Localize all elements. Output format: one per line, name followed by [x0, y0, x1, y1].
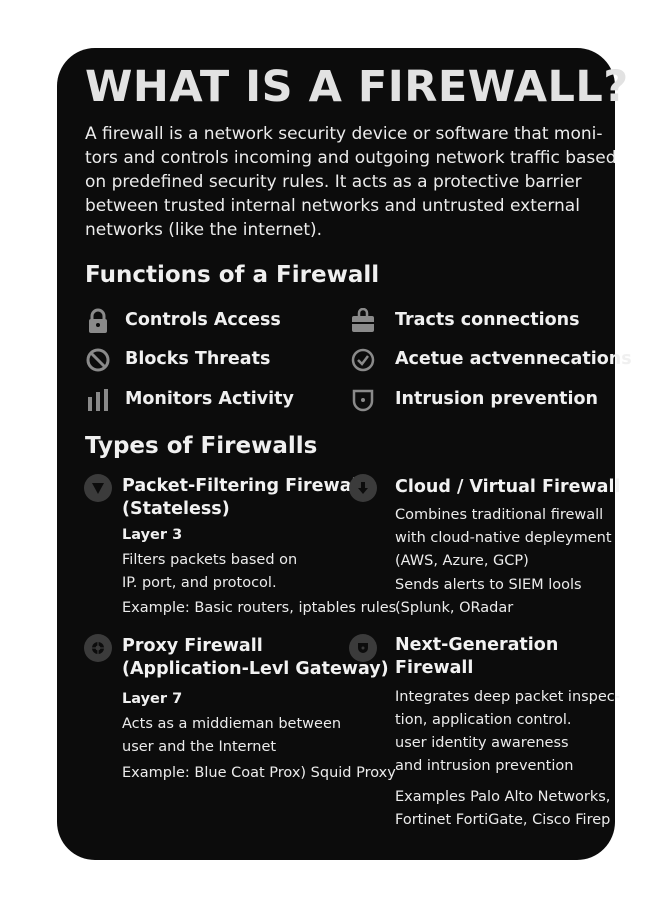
desc-line: user and the Internet — [122, 739, 277, 755]
desc-line: Acts as a middieman between — [122, 716, 342, 732]
desc-line: Integrates deep packet inspec- — [395, 689, 621, 705]
desc-line: IP. port, and protocol. — [122, 575, 277, 591]
lock-icon — [89, 308, 107, 333]
function-blocks-threats: Blocks Threats — [125, 349, 271, 369]
intro-line: tors and controls incoming and outgoing … — [85, 148, 617, 168]
download-icon — [358, 482, 368, 494]
ngfw-desc: Integrates deep packet inspec- tion, app… — [395, 686, 620, 778]
desc-line: and intrusion prevention — [395, 758, 574, 774]
desc-line: Fortinet FortiGate, Cisco Firep — [395, 812, 611, 828]
packet-filter-title: Packet-Filtering Firewall (Stateless) — [122, 475, 364, 521]
proxy-firewall-title: Proxy Firewall (Application-Levl Gateway… — [122, 635, 389, 681]
shield-icon — [352, 389, 374, 412]
shield-icon — [358, 643, 368, 653]
title-line: Proxy Firewall — [122, 636, 263, 656]
title-line: (Application-Levl Gateway) — [122, 659, 389, 679]
proxy-firewall-badge — [84, 634, 112, 662]
packet-filter-badge — [84, 474, 112, 502]
block-icon — [86, 348, 110, 372]
function-acetue: Acetue actvennecations — [395, 349, 632, 369]
proxy-firewall-desc: Acts as a middieman between user and the… — [122, 713, 341, 759]
ngfw-title: Next-Generation Firewall — [395, 634, 558, 680]
page-title: WHAT IS A FIREWALL? — [85, 62, 629, 112]
desc-line: (AWS, Azure, GCP) — [395, 553, 529, 569]
proxy-firewall-example: Example: Blue Coat Prox) Squid Proxy — [122, 765, 396, 781]
desc-line: Sends alerts to SIEM lools — [395, 577, 582, 593]
types-heading: Types of Firewalls — [85, 433, 318, 459]
gear-icon — [91, 641, 105, 655]
desc-line: tion, application control. — [395, 712, 572, 728]
intro-paragraph: A firewall is a network security device … — [85, 122, 617, 242]
functions-heading: Functions of a Firewall — [85, 262, 380, 288]
title-line: Firewall — [395, 658, 474, 678]
check-circle-icon — [351, 348, 375, 372]
desc-line: Combines traditional firewall — [395, 507, 604, 523]
packet-filter-desc: Filters packets based on IP. port, and p… — [122, 549, 297, 595]
title-line: Next-Generation — [395, 635, 559, 655]
cloud-firewall-desc: Combines traditional firewall with cloud… — [395, 504, 612, 573]
packet-filter-example: Example: Basic routers, iptables rules — [122, 600, 397, 616]
desc-line: Examples Palo Alto Networks, — [395, 789, 611, 805]
ngfw-badge — [349, 634, 377, 662]
intro-line: between trusted internal networks and un… — [85, 196, 580, 216]
cloud-firewall-title: Cloud / Virtual Firewall — [395, 477, 621, 497]
desc-line: with cloud-native depleyment — [395, 530, 612, 546]
function-monitors-activity: Monitors Activity — [125, 389, 294, 409]
firewall-info-card: WHAT IS A FIREWALL? A firewall is a netw… — [57, 48, 632, 860]
title-line: Packet-Filtering Firewall — [122, 476, 364, 496]
proxy-firewall-layer: Layer 7 — [122, 691, 183, 707]
function-intrusion-prevention: Intrusion prevention — [395, 389, 599, 409]
packet-filter-layer: Layer 3 — [122, 527, 183, 543]
shield-down-icon — [92, 483, 104, 494]
cloud-firewall-extra: Sends alerts to SIEM lools (Splunk, ORad… — [395, 574, 582, 620]
desc-line: Filters packets based on — [122, 552, 298, 568]
function-controls-access: Controls Access — [125, 310, 281, 330]
function-tracts-connections: Tracts connections — [395, 310, 580, 330]
bar-chart-icon — [88, 389, 108, 411]
desc-line: user identity awareness — [395, 735, 569, 751]
intro-line: networks (like the internet). — [85, 220, 323, 240]
ngfw-example: Examples Palo Alto Networks, Fortinet Fo… — [395, 786, 610, 832]
briefcase-lock-icon — [352, 308, 374, 332]
desc-line: (Splunk, ORadar — [395, 600, 514, 616]
intro-line: A firewall is a network security device … — [85, 124, 603, 144]
intro-line: on predefined security rules. It acts as… — [85, 172, 582, 192]
cloud-firewall-badge — [349, 474, 377, 502]
title-line: (Stateless) — [122, 499, 230, 519]
